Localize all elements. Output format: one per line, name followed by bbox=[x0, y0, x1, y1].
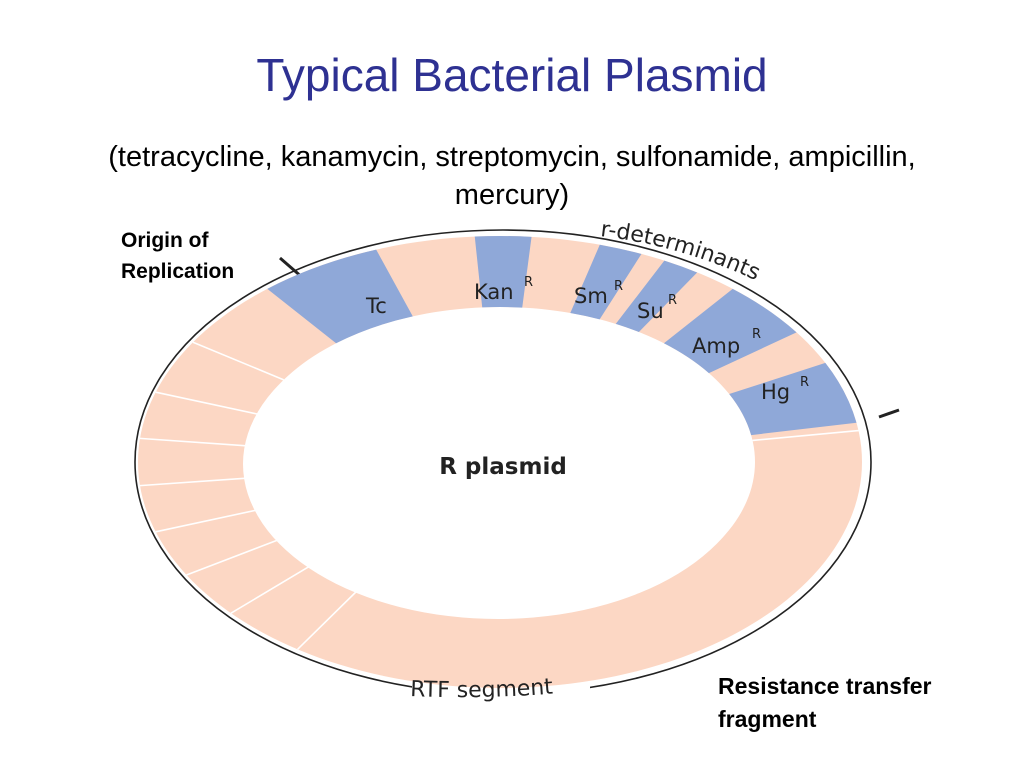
gene-sup-su: R bbox=[668, 293, 677, 308]
gene-name-tc: Tc bbox=[365, 294, 387, 318]
gene-sup-hg: R bbox=[800, 375, 809, 390]
rtf-callout-line-1: Resistance transfer bbox=[718, 673, 932, 699]
ring-divider-line bbox=[139, 477, 247, 487]
gene-sup-sm: R bbox=[614, 279, 623, 294]
gene-name-hg: Hg bbox=[761, 380, 790, 404]
ring-divider-line bbox=[752, 429, 859, 442]
gene-segment-su bbox=[615, 260, 698, 333]
origin-callout-line-1: Origin of bbox=[121, 229, 209, 252]
ring-divider-line bbox=[297, 589, 358, 650]
gene-sup-kan: R bbox=[524, 275, 533, 290]
rtf-boundary-tick-mark bbox=[878, 408, 900, 419]
gene-segment-tc bbox=[267, 249, 413, 344]
ring-divider-line bbox=[155, 391, 258, 415]
slide-title: Typical Bacterial Plasmid bbox=[256, 49, 768, 101]
label-gap-rdet bbox=[604, 203, 800, 284]
gene-label-sm: Sm R bbox=[574, 279, 623, 308]
gene-sup-amp: R bbox=[752, 327, 761, 342]
ring-divider-line bbox=[192, 341, 285, 381]
gene-label-hg: Hg R bbox=[761, 375, 809, 404]
antibiotic-list-subtitle: (tetracycline, kanamycin, streptomycin, … bbox=[20, 138, 1004, 214]
ring-divider-line bbox=[139, 437, 247, 447]
ring-divider-line bbox=[186, 538, 280, 576]
rtf-segment-text: RTF segment bbox=[410, 675, 554, 704]
gene-label-kan: Kan R bbox=[474, 275, 533, 304]
rtf-segment-label: RTF segment bbox=[410, 675, 554, 704]
gene-label-su: Su R bbox=[637, 293, 677, 323]
gene-label-amp: Amp R bbox=[692, 327, 761, 358]
gene-segment-kan bbox=[474, 236, 532, 308]
subtitle-line-1: (tetracycline, kanamycin, streptomycin, … bbox=[108, 141, 916, 173]
origin-of-replication-callout: Origin of Replication bbox=[121, 225, 234, 287]
resistance-transfer-callout: Resistance transfer fragment bbox=[718, 670, 932, 736]
ring-divider-line bbox=[230, 565, 311, 614]
plasmid-center bbox=[243, 309, 753, 619]
gene-segment-amp bbox=[663, 288, 797, 374]
gene-name-su: Su bbox=[637, 299, 664, 323]
gene-name-amp: Amp bbox=[692, 334, 740, 358]
plasmid-ring bbox=[138, 235, 863, 688]
gene-name-kan: Kan bbox=[474, 280, 514, 304]
plasmid-center-label: R plasmid bbox=[439, 454, 567, 480]
subtitle-line-2: mercury) bbox=[454, 179, 570, 211]
rtf-callout-line-2: fragment bbox=[718, 706, 817, 732]
gene-name-sm: Sm bbox=[574, 284, 608, 308]
ring-divider-line bbox=[155, 509, 258, 533]
gene-label-tc: Tc bbox=[365, 294, 387, 318]
origin-callout-line-2: Replication bbox=[121, 260, 235, 283]
gene-segment-sm bbox=[570, 244, 642, 320]
gene-segment-hg bbox=[729, 362, 857, 436]
